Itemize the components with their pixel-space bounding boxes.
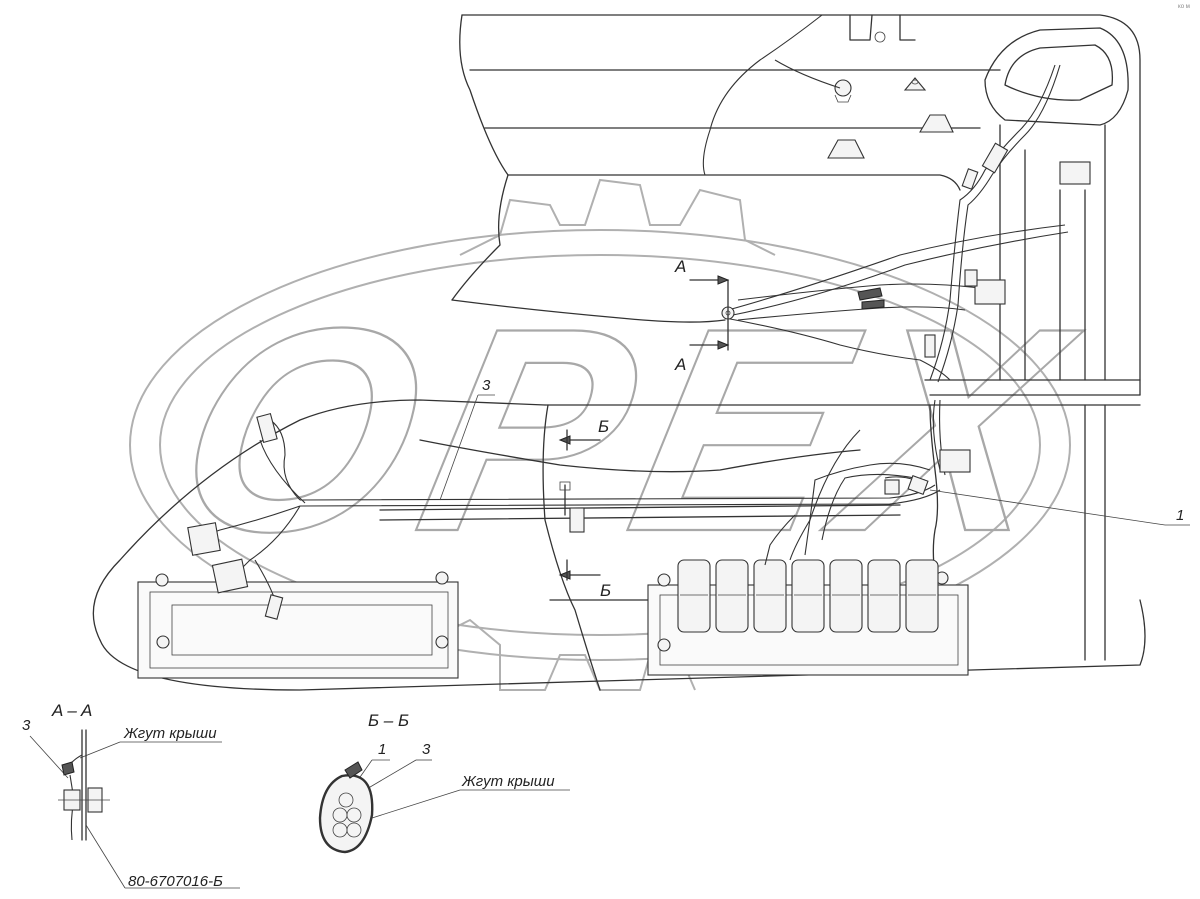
harness-cross-section <box>318 774 374 854</box>
panel-screw <box>657 573 671 587</box>
roof-hole <box>874 31 886 43</box>
roof-harness-lower <box>187 399 971 620</box>
callout-item-3-number: 3 <box>482 377 491 394</box>
section-a-a-harness-label: Жгут крыши <box>123 725 217 742</box>
section-b-marker-bottom: Б <box>600 581 611 600</box>
rocker-switch <box>677 559 711 633</box>
connector <box>961 168 979 190</box>
cab-roof-panel <box>451 14 1141 396</box>
rocker-switch <box>829 559 863 633</box>
section-b-marker-top: Б <box>598 417 609 436</box>
clip <box>569 507 585 533</box>
rocker-switch <box>905 559 939 633</box>
connector <box>1059 161 1091 185</box>
mounting-boss <box>903 77 927 91</box>
rocker-switch <box>753 559 787 633</box>
connector <box>964 269 978 287</box>
section-b-marker: Б Б <box>558 417 611 600</box>
panel-screw <box>156 635 170 649</box>
section-b-b-callout-3: 3 <box>422 741 431 758</box>
relay <box>211 558 249 594</box>
connector <box>884 479 900 495</box>
left-console-panel <box>137 571 459 679</box>
connector <box>981 142 1009 174</box>
panel-screw <box>657 638 671 652</box>
section-a-a-detail: A – A 3 Жгут крыши 80-6707016-Б <box>22 701 240 890</box>
watermark-oval <box>129 229 1071 661</box>
mounting-boss <box>827 139 865 159</box>
section-a-marker-top: A <box>674 257 686 276</box>
connector <box>974 279 1006 305</box>
connector <box>924 334 936 358</box>
callout-item-3: 3 <box>439 377 495 501</box>
terminal <box>857 287 883 301</box>
watermark-gear-top <box>459 178 776 256</box>
rocker-switch <box>715 559 749 633</box>
watermark-oval-inner <box>159 254 1041 636</box>
section-a-a-part-number: 80-6707016-Б <box>128 873 223 890</box>
watermark-text: OPEX <box>154 269 1101 592</box>
panel-screw <box>435 571 449 585</box>
section-a-marker-bottom: A <box>674 355 686 374</box>
section-b-b-callout-1: 1 <box>378 741 386 758</box>
relay <box>187 522 221 556</box>
connector <box>264 594 284 620</box>
section-a-a-title: A – A <box>51 701 92 720</box>
corner-mark: ко м <box>1178 4 1190 10</box>
rocker-switch <box>791 559 825 633</box>
roof-harness-upper <box>702 14 1091 383</box>
panel-screw <box>435 635 449 649</box>
terminal <box>861 299 885 310</box>
section-a-marker: A A <box>674 257 730 374</box>
watermark: OPEX <box>129 178 1102 691</box>
cab-lower-panel <box>92 399 1146 691</box>
mounting-boss <box>919 114 954 133</box>
mounting-boss <box>834 79 852 103</box>
right-console-panel <box>647 559 969 676</box>
connector <box>939 449 971 473</box>
panel-screw <box>155 573 169 587</box>
connector <box>256 412 278 444</box>
section-a-a-callout-3: 3 <box>22 717 31 734</box>
section-b-b-detail: Б – Б 1 3 Жгут крыши <box>318 711 570 854</box>
callout-item-1: 1 <box>929 489 1190 526</box>
section-b-b-harness-label: Жгут крыши <box>461 773 555 790</box>
connector <box>907 474 929 496</box>
section-b-b-title: Б – Б <box>368 711 409 730</box>
rocker-switch <box>867 559 901 633</box>
callout-item-1-number: 1 <box>1176 507 1184 524</box>
